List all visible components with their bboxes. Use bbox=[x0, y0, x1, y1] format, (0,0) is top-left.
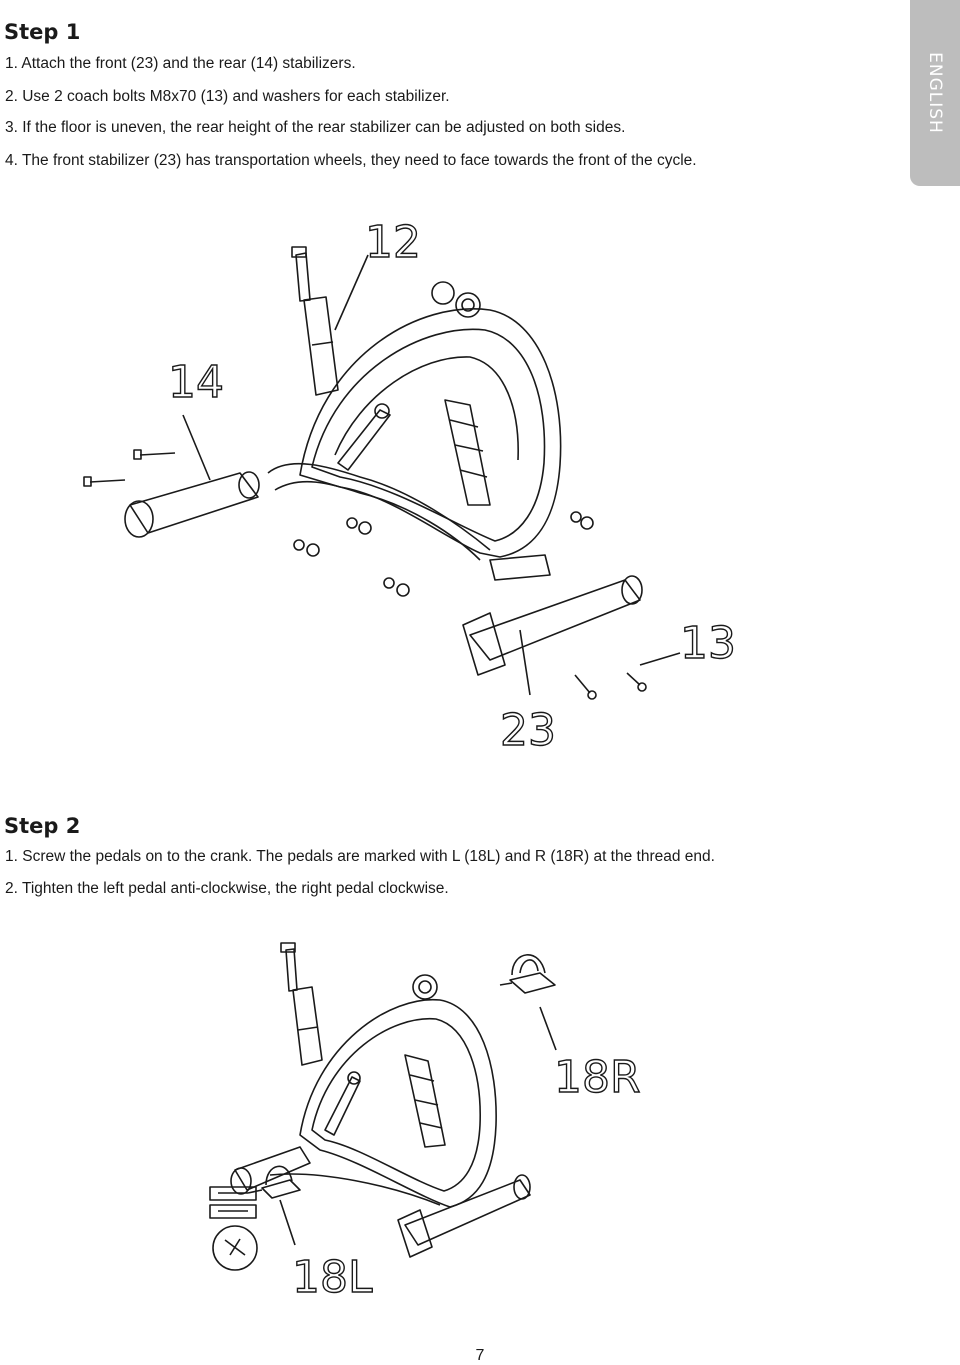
step2-pedal-diagram: 18R 18L bbox=[209, 942, 641, 1304]
step2-item-2: 2. Tighten the left pedal anti-clockwise… bbox=[5, 880, 449, 897]
language-tab-label: ENGLISH bbox=[925, 52, 945, 134]
step2-title: Step 2 bbox=[4, 814, 81, 838]
crank-arm bbox=[337, 409, 391, 471]
flywheel-housing bbox=[299, 308, 562, 558]
callout-12: 12 bbox=[365, 217, 421, 268]
step1-item-2: 2. Use 2 coach bolts M8x70 (13) and wash… bbox=[5, 88, 450, 105]
rear-stabilizer bbox=[129, 472, 259, 534]
front-stabilizer bbox=[469, 579, 641, 661]
page-number: 7 bbox=[475, 1347, 485, 1364]
language-tab: ENGLISH bbox=[910, 0, 960, 186]
step1-item-3: 3. If the floor is uneven, the rear heig… bbox=[5, 119, 626, 136]
step1-item-4: 4. The front stabilizer (23) has transpo… bbox=[5, 152, 697, 169]
step1-assembly-diagram: 12 14 13 23 bbox=[83, 216, 737, 757]
step2-item-1: 1. Screw the pedals on to the crank. The… bbox=[5, 848, 715, 865]
callout-18r: 18R bbox=[554, 1052, 641, 1103]
callout-23: 23 bbox=[500, 705, 556, 756]
callout-18l: 18L bbox=[292, 1252, 373, 1303]
step1-item-1: 1. Attach the front (23) and the rear (1… bbox=[5, 55, 356, 72]
step1-title: Step 1 bbox=[4, 20, 81, 44]
right-pedal bbox=[509, 972, 556, 994]
seat-post bbox=[303, 296, 339, 396]
tension-knob bbox=[431, 281, 455, 305]
callout-14: 14 bbox=[168, 357, 224, 408]
callout-13: 13 bbox=[680, 618, 736, 669]
left-pedal bbox=[261, 1179, 301, 1199]
